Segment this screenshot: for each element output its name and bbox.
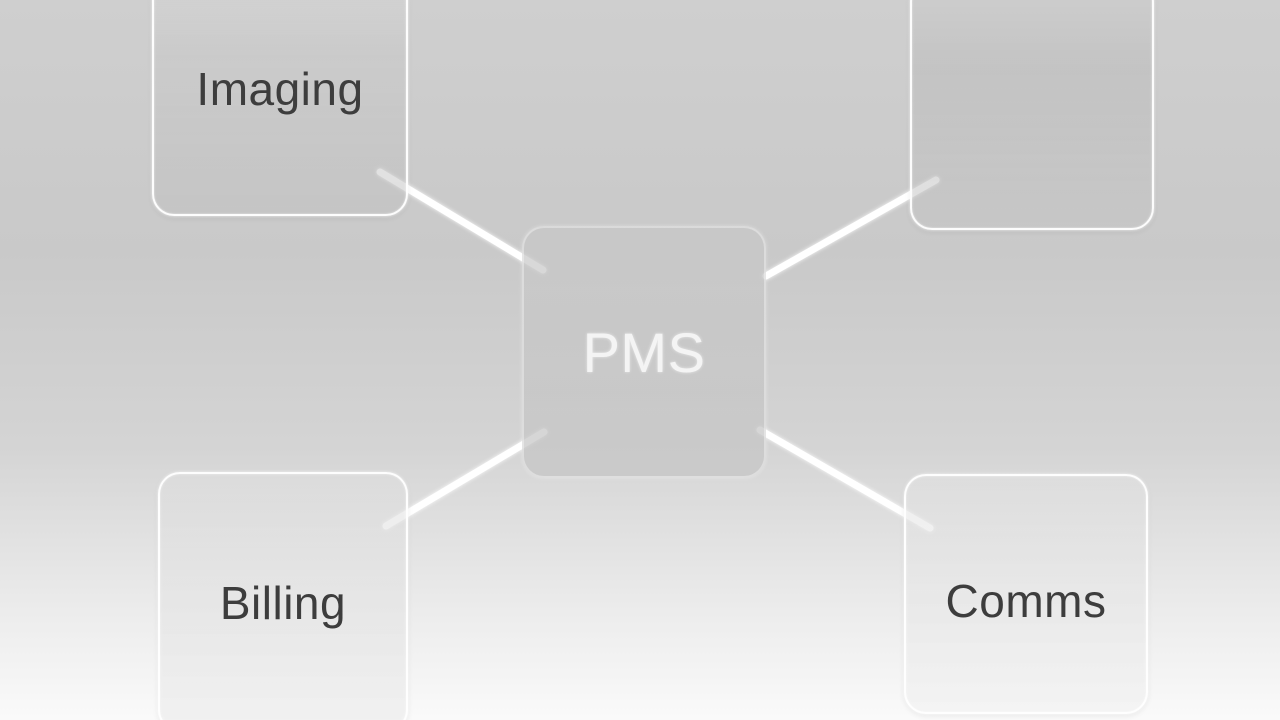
connector-billing-pms xyxy=(382,428,548,530)
node-imaging-label: Imaging xyxy=(196,63,364,115)
node-imaging: Imaging xyxy=(152,0,408,216)
node-billing-label: Billing xyxy=(219,577,347,629)
node-pms-center: PMS xyxy=(522,226,766,478)
connector-comms-pms xyxy=(756,426,934,532)
node-billing: Billing xyxy=(158,472,408,720)
node-pms-label: PMS xyxy=(582,320,706,384)
node-comms: Comms xyxy=(904,474,1148,714)
connector-unlabeled-pms xyxy=(762,176,940,280)
node-comms-label: Comms xyxy=(945,575,1107,627)
node-unlabeled xyxy=(910,0,1154,230)
